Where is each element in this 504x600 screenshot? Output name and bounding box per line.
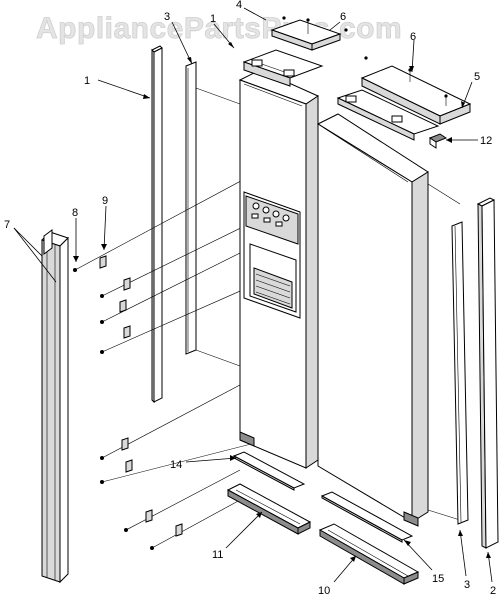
- bottom-plate-15: [320, 491, 414, 543]
- callout-1-top: 1: [210, 13, 216, 25]
- callout-2: 2: [490, 585, 496, 597]
- fresh-food-door: [316, 113, 429, 527]
- callout-8: 8: [72, 207, 78, 219]
- callout-1-left: 1: [84, 75, 90, 87]
- callout-labels: 1 1 2 3 3 4 5 6 6 7 8 9 10 11 12 14 15: [4, 0, 496, 597]
- left-channel-trim: [41, 229, 69, 584]
- callout-14: 14: [170, 459, 182, 471]
- freezer-door: [238, 69, 320, 469]
- callout-11: 11: [212, 549, 223, 561]
- callout-15: 15: [432, 573, 444, 585]
- fresh-food-top-cap: [336, 65, 472, 149]
- callout-9: 9: [102, 195, 108, 207]
- left-screws-and-clips: [73, 255, 183, 550]
- callout-7: 7: [4, 219, 10, 231]
- callout-6-left: 6: [340, 11, 346, 23]
- leader-lines: [13, 7, 493, 583]
- callout-10: 10: [318, 585, 330, 597]
- right-gasket-strip: [451, 221, 469, 525]
- callout-3-top: 3: [164, 11, 170, 23]
- callout-3-bottom: 3: [464, 579, 470, 591]
- dispenser-panel: [243, 191, 301, 319]
- callout-4: 4: [236, 0, 242, 11]
- callout-12: 12: [480, 135, 492, 147]
- bottom-plate-14: [232, 451, 306, 491]
- left-handle-strip: [151, 45, 163, 404]
- bottom-bracket-10: [318, 523, 420, 585]
- callout-6-right: 6: [410, 31, 416, 43]
- callout-5: 5: [474, 71, 480, 83]
- freezer-top-cap: [242, 19, 342, 87]
- watermark: AppliancePartsPros.com: [36, 12, 402, 45]
- bottom-bracket-11: [226, 483, 312, 535]
- top-screws: [282, 16, 448, 106]
- right-handle-strip: [476, 197, 499, 549]
